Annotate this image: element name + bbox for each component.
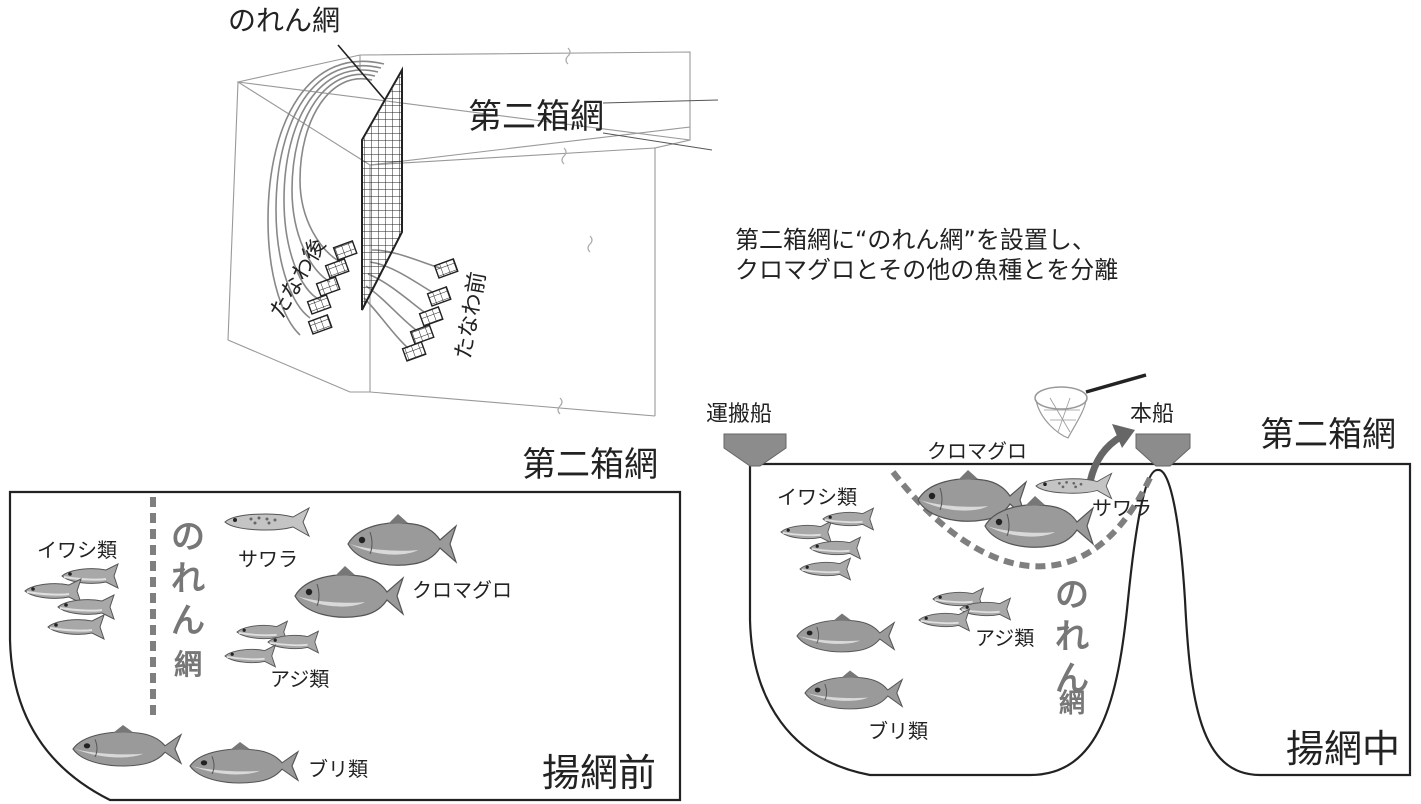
net-3d-diagram	[227, 44, 719, 417]
left-net-vertical-label: の れ ん 網	[171, 517, 205, 681]
noren-net-label: のれん網	[228, 4, 340, 37]
box-net-label-top: 第二箱網	[468, 97, 604, 137]
caption-line1: 第二箱網に“のれん網”を設置し、	[735, 226, 1096, 254]
svg-text:れ: れ	[171, 559, 205, 599]
left-buri-label: ブリ類	[308, 757, 368, 781]
box-net-label-left: 第二箱網	[522, 445, 658, 485]
caption-line2: クロマグロとその他の魚種とを分離	[735, 256, 1118, 284]
right-tuna-label: クロマグロ	[927, 439, 1027, 463]
right-sardine-label: イワシ類	[777, 485, 857, 509]
stage-label-before: 揚網前	[542, 751, 656, 795]
hand-net-icon	[1034, 386, 1088, 439]
left-panel	[8, 490, 682, 802]
svg-text:網: 網	[174, 648, 202, 681]
svg-text:ん: ん	[171, 601, 205, 641]
main-boat	[1135, 433, 1191, 467]
svg-text:れ: れ	[1055, 617, 1089, 657]
svg-text:の: の	[1055, 575, 1089, 615]
main-boat-label: 本船	[1130, 402, 1174, 427]
svg-text:網: 網	[1059, 688, 1085, 719]
right-buri-label: ブリ類	[868, 719, 928, 743]
left-sawara-label: サワラ	[238, 547, 298, 571]
right-sawara-label: サワラ	[1092, 496, 1152, 520]
noren-net-dashed-curve	[890, 470, 1153, 570]
left-aji-label: アジ類	[270, 667, 329, 691]
svg-text:ん: ん	[1055, 659, 1089, 699]
tanawa-front-label: たなわ前	[451, 270, 491, 361]
left-tuna-label: クロマグロ	[412, 578, 512, 602]
right-panel	[723, 373, 1412, 777]
right-net-vertical-label: の れ ん 網	[1055, 575, 1089, 719]
box-net-label-right: 第二箱網	[1260, 415, 1396, 455]
transport-boat	[723, 433, 787, 467]
stage-label-during: 揚網中	[1286, 727, 1400, 771]
svg-text:の: の	[171, 517, 205, 557]
transport-boat-label: 運搬船	[706, 402, 772, 427]
right-aji-label: アジ類	[975, 626, 1034, 650]
left-sardine-label: イワシ類	[37, 538, 117, 562]
